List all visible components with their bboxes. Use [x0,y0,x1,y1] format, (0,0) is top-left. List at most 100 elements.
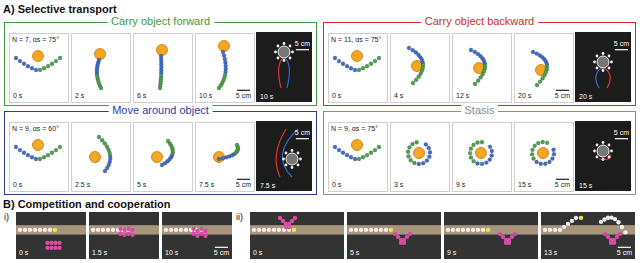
robot-bead [552,152,556,156]
robot-bead [33,228,37,232]
object-disk [278,46,290,58]
robot-bead [262,228,266,232]
robot-bead [203,229,207,233]
scale-bar [556,90,569,91]
robot-bead [530,152,534,156]
snapshot-frame: 20 s5 cm [514,33,574,103]
robot-bead [369,62,373,66]
robot-bead [54,148,58,152]
object-disk [286,153,298,165]
time-stamp: 9 s [447,249,456,257]
robot-bead [461,228,465,232]
robot-bead [345,153,349,157]
robot-bead [341,151,345,155]
object-disk [214,152,225,163]
scale-label: 5 cm [214,249,229,257]
robot-bead [364,228,368,232]
robot-bead [272,228,276,232]
robot-bead [476,228,480,232]
robot-bead [285,152,288,155]
object-disk [95,49,106,60]
robot-bead [354,228,358,232]
robot-bead [199,232,203,236]
time-stamp: 7.5 s [260,182,275,190]
robot-bead [476,79,480,83]
scale-label: 5 cm [555,181,570,189]
snapshot-frame: N = 7, αs = 75°0 s [9,33,69,103]
robot-bead [274,51,277,54]
robot-bead [476,162,480,166]
object-disk [90,152,101,163]
robot-bead [46,64,50,68]
snapshot-frame: 9 s [452,122,512,192]
object-disk [414,148,425,159]
robot-bead [111,228,115,232]
robot-bead [407,154,411,158]
panel-box: StasisN = 9, αs = 75°0 s3 s9 s15 s5 cm15… [323,111,636,195]
robot-bead [541,76,545,80]
robot-bead [481,228,485,232]
robot-bead [53,228,57,232]
robot-bead [235,143,239,147]
subpanel-label: ii) [236,213,243,223]
snapshot-frame: N = 9, αs = 60°0 s [9,122,69,192]
robot-bead [490,154,494,158]
robot-bead [217,157,221,161]
robot-bead [466,228,470,232]
robot-bead [22,151,26,155]
scale-label: 5 cm [614,40,629,48]
robot-bead [424,142,428,146]
robot-bead [469,48,473,52]
section-heading: A) Selective transport [3,3,117,15]
robot-bead [541,140,545,144]
robot-bead [472,159,476,163]
robot-bead [359,228,363,232]
scale-label: 5 cm [295,40,310,48]
robot-bead [58,56,62,60]
robot-bead [58,145,62,149]
robot-bead [574,216,578,220]
robot-bead [593,150,596,153]
robot-bead [283,42,286,45]
robot-bead [333,145,337,149]
parameter-label: N = 11, αs = 75° [331,36,381,44]
robot-bead [38,228,42,232]
robot-bead [96,228,100,232]
robot-bead [217,86,221,90]
scale-label: 5 cm [236,92,251,100]
snapshot-frame: 15 s5 cm [514,122,574,192]
robot-bead [545,141,549,145]
robot-bead [42,66,46,70]
robot-bead [179,228,183,232]
robot-bead [53,246,57,250]
robot-bead [551,157,555,161]
robot-bead [417,162,421,166]
photo-frame: 10 s5 cm [257,33,313,103]
time-stamp: 9 s [456,181,465,189]
robot-bead [417,75,421,79]
robot-bead [26,64,30,68]
robot-bead [297,164,300,167]
scale-bar [556,179,569,180]
robot-bead [291,51,294,54]
robot-bead [610,150,613,153]
photo-frame: 5 s [347,212,441,259]
object-disk [33,140,44,151]
photo-background [16,212,86,259]
robot-bead [406,150,410,154]
object-disk [219,41,230,52]
robot-bead [610,61,613,64]
photo-frame: 1.5 s [89,212,159,259]
robot-bead [166,139,170,143]
robot-bead [579,216,583,220]
robot-bead [252,228,256,232]
scale-bar [296,138,309,139]
robot-bead [484,161,488,165]
robot-bead [337,148,341,152]
robot-bead [596,67,599,70]
snapshot-frame: 12 s [452,33,512,103]
robot-bead [361,66,365,70]
robot-bead [411,142,415,146]
robot-bead [267,228,271,232]
time-stamp: 0 s [19,249,28,257]
